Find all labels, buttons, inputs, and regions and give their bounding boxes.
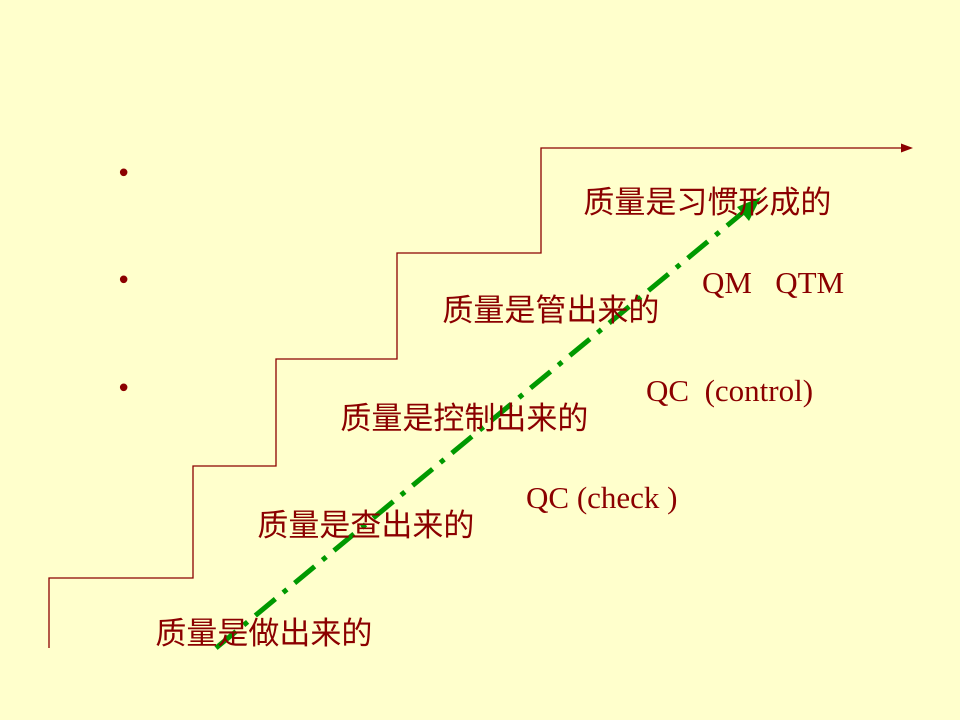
staircase-line [48, 147, 905, 648]
progress-arrow-line [214, 208, 748, 650]
step-controlled-code: QC (control) [646, 373, 814, 408]
step-habit-text: 质量是习惯形成的 [583, 185, 832, 221]
bullet-2: • [116, 266, 132, 296]
step-made: 质量是做出来的 [116, 588, 372, 681]
step-controlled: 质量是控制出来的 QC (control) [301, 373, 813, 497]
bullet-1: • [116, 159, 132, 189]
step-inspected-code: QC (check ) [526, 480, 678, 515]
step-managed: 质量是管出来的 QM QTM [403, 265, 844, 389]
step-controlled-text: 质量是控制出来的 [340, 401, 589, 437]
bullet-3: • [116, 374, 132, 404]
staircase-arrowhead [901, 143, 913, 153]
step-managed-code: QM QTM [702, 265, 845, 300]
step-inspected: 质量是查出来的 QC (check ) [218, 480, 677, 604]
step-made-text: 质量是做出来的 [155, 616, 373, 652]
step-inspected-text: 质量是查出来的 [257, 508, 475, 544]
step-managed-text: 质量是管出来的 [442, 293, 660, 329]
step-habit: 质量是习惯形成的 [544, 157, 831, 250]
progress-arrowhead [737, 197, 761, 221]
